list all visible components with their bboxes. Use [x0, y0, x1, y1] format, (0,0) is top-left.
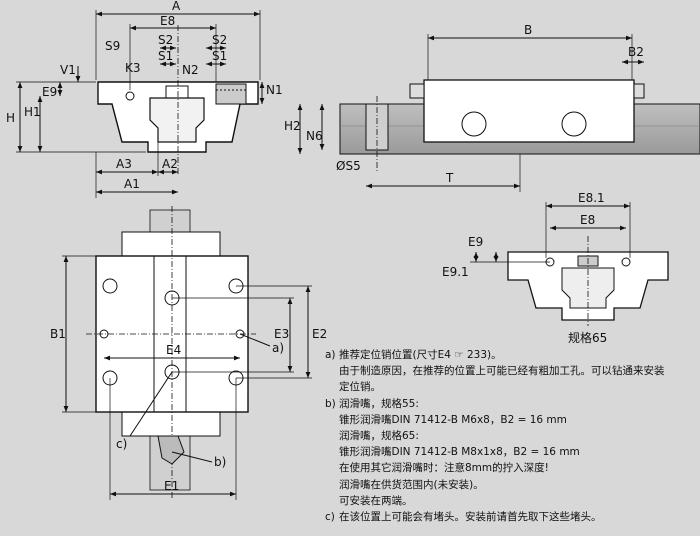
- note-b-line-1: b)润滑嘴，规格55:: [325, 397, 419, 410]
- dim-T: T: [445, 171, 454, 185]
- dim-K3: K3: [125, 61, 141, 75]
- dim-S2-right: S2: [212, 33, 227, 47]
- callout-c: c): [116, 437, 127, 451]
- front-view: A E8 S2 S1 S2 S1 S9 K3 N2 V1 E9 H H1 N1 …: [6, 0, 283, 198]
- note-a-line-2: 由于制造原因，在推荐的位置上可能已经有粗加工孔。可以钻通来安装: [339, 365, 665, 378]
- dim-S1-right: S1: [212, 49, 227, 63]
- dim-A1: A1: [124, 177, 140, 191]
- dim-B2: B2: [628, 45, 644, 59]
- note-b-line-5: 在使用其它润滑嘴时：注意8mm的拧入深度!: [339, 462, 549, 475]
- dim-A3: A3: [116, 157, 132, 171]
- dim-E8-b: E8: [580, 213, 595, 227]
- side-view: B B2 H2 N6 ØS5 T: [284, 23, 700, 192]
- note-a-line-3: 定位销。: [339, 381, 381, 394]
- dim-E4: E4: [166, 343, 181, 357]
- dim-E9-1: E9.1: [442, 265, 469, 279]
- dim-B: B: [524, 23, 532, 37]
- callout-a: a): [272, 341, 284, 355]
- size-label: 规格65: [568, 330, 607, 345]
- dim-E3: E3: [274, 327, 289, 341]
- dim-E9-b: E9: [468, 235, 483, 249]
- dim-H: H: [6, 111, 15, 125]
- note-b-line-7: 可安装在两端。: [339, 494, 413, 507]
- dim-E8-1: E8.1: [578, 191, 605, 205]
- dim-V1: V1: [60, 63, 76, 77]
- dim-N2: N2: [182, 63, 199, 77]
- callout-b: b): [214, 455, 226, 469]
- note-b-line-3: 润滑嘴，规格65:: [339, 430, 419, 443]
- dim-H2: H2: [284, 119, 301, 133]
- note-b-line-6: 润滑嘴在供货范围内(未安装)。: [339, 478, 484, 491]
- note-c-line-1: c)在该位置上可能会有堵头。安装前请首先取下这些堵头。: [325, 511, 602, 524]
- dim-E2: E2: [312, 327, 327, 341]
- note-b-line-2: 锥形润滑嘴DIN 71412-B M6x8，B2 = 16 mm: [339, 413, 567, 426]
- dim-E8: E8: [160, 14, 175, 28]
- top-view: B1 E4 E3 E2 E1 a) c) b): [50, 206, 327, 500]
- dim-A2: A2: [162, 157, 178, 171]
- note-a-line-1: a)推荐定位销位置(尺寸E4 ☞ 233)。: [325, 349, 502, 361]
- dim-E9: E9: [42, 85, 57, 99]
- dim-A: A: [172, 0, 181, 13]
- dim-B1: B1: [50, 327, 66, 341]
- dim-N1: N1: [266, 83, 283, 97]
- dim-E1: E1: [164, 479, 179, 493]
- dim-S9: S9: [105, 39, 120, 53]
- size65-view: E8.1 E8 E9 E9.1 规格65: [442, 191, 669, 345]
- dim-H1: H1: [24, 105, 41, 119]
- carriage: [423, 79, 635, 143]
- dim-S5: ØS5: [336, 159, 361, 173]
- dim-N6: N6: [306, 129, 323, 143]
- notes-block: a)推荐定位销位置(尺寸E4 ☞ 233)。 由于制造原因，在推荐的位置上可能已…: [325, 347, 697, 525]
- dim-S1: S1: [158, 49, 173, 63]
- dim-S2: S2: [158, 33, 173, 47]
- note-b-line-4: 锥形润滑嘴DIN 71412-B M8x1x8，B2 = 16 mm: [339, 446, 580, 459]
